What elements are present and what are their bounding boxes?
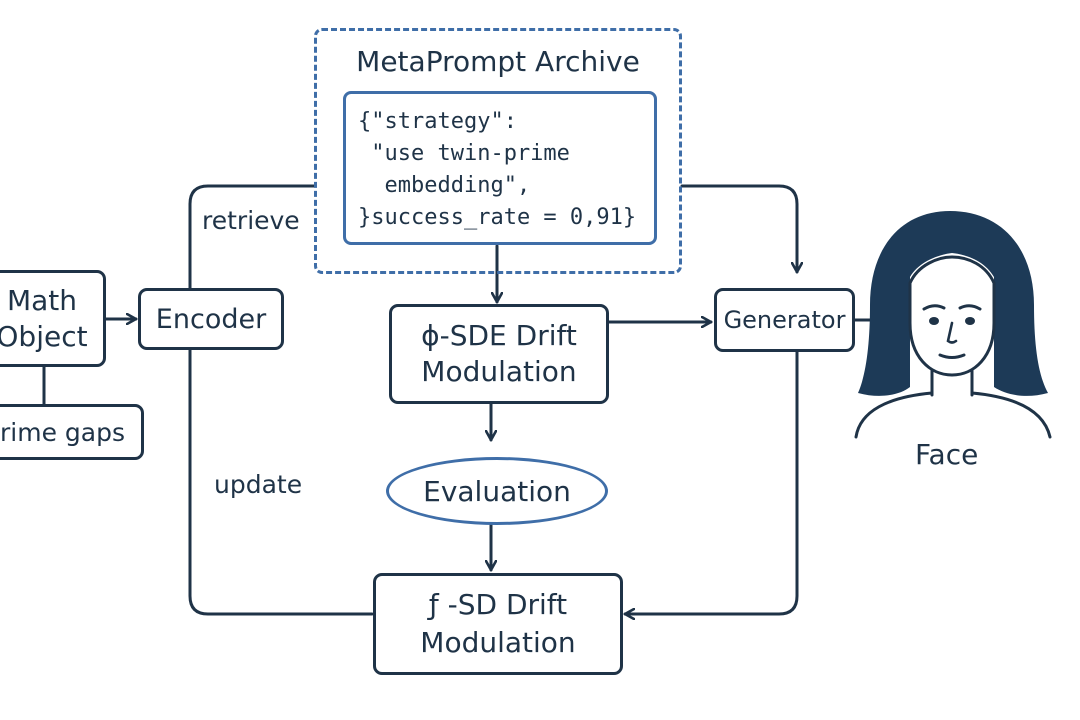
code-line: }success_rate = 0,91} [358, 205, 637, 230]
edge-label-update: update [214, 470, 303, 499]
node-prime-gaps: Prime gaps [0, 404, 144, 460]
face-hair [858, 211, 1048, 396]
node-math-object-line1: Math [6, 283, 78, 317]
node-phi-sde-line1: ϕ-SDE Drift [421, 319, 577, 352]
node-math-object-line2: Object [0, 319, 88, 353]
code-line: "use twin-prime [358, 141, 570, 166]
edge-label-retrieve: retrieve [202, 206, 300, 235]
face-eye-left [929, 317, 939, 325]
node-phi-sde-drift-modulation: ϕ-SDE Drift Modulation [389, 304, 609, 404]
node-evaluation-label: Evaluation [423, 474, 571, 508]
node-evaluation: Evaluation [386, 457, 608, 525]
code-line: embedding", [358, 173, 531, 198]
face-eye-right [965, 317, 975, 325]
node-math-object: Math Object [0, 270, 106, 367]
face-shoulders [854, 391, 1052, 439]
face-skin [908, 255, 996, 377]
node-f-sd-line1: ƒ -SD Drift [428, 588, 568, 621]
node-prime-gaps-label: Prime gaps [0, 417, 125, 447]
node-phi-sde-line2: Modulation [421, 355, 577, 388]
node-generator-label: Generator [723, 306, 846, 334]
node-encoder: Encoder [138, 288, 284, 350]
node-f-sd-drift-modulation: ƒ -SD Drift Modulation [373, 573, 623, 675]
node-encoder-label: Encoder [155, 303, 267, 335]
metaprompt-archive: MetaPrompt Archive {"strategy": "use twi… [314, 28, 682, 274]
edge-archive-generator [680, 184, 797, 274]
archive-code-box: {"strategy": "use twin-prime embedding",… [343, 91, 657, 245]
archive-title: MetaPrompt Archive [356, 45, 640, 78]
edge-retrieve-update-loop [188, 184, 374, 616]
node-f-sd-line2: Modulation [420, 626, 576, 659]
node-generator: Generator [714, 288, 855, 352]
edge-generator-fsd [623, 350, 799, 614]
code-line: {"strategy": [358, 109, 517, 134]
face-illustration [854, 211, 1052, 439]
face-label: Face [915, 438, 979, 471]
